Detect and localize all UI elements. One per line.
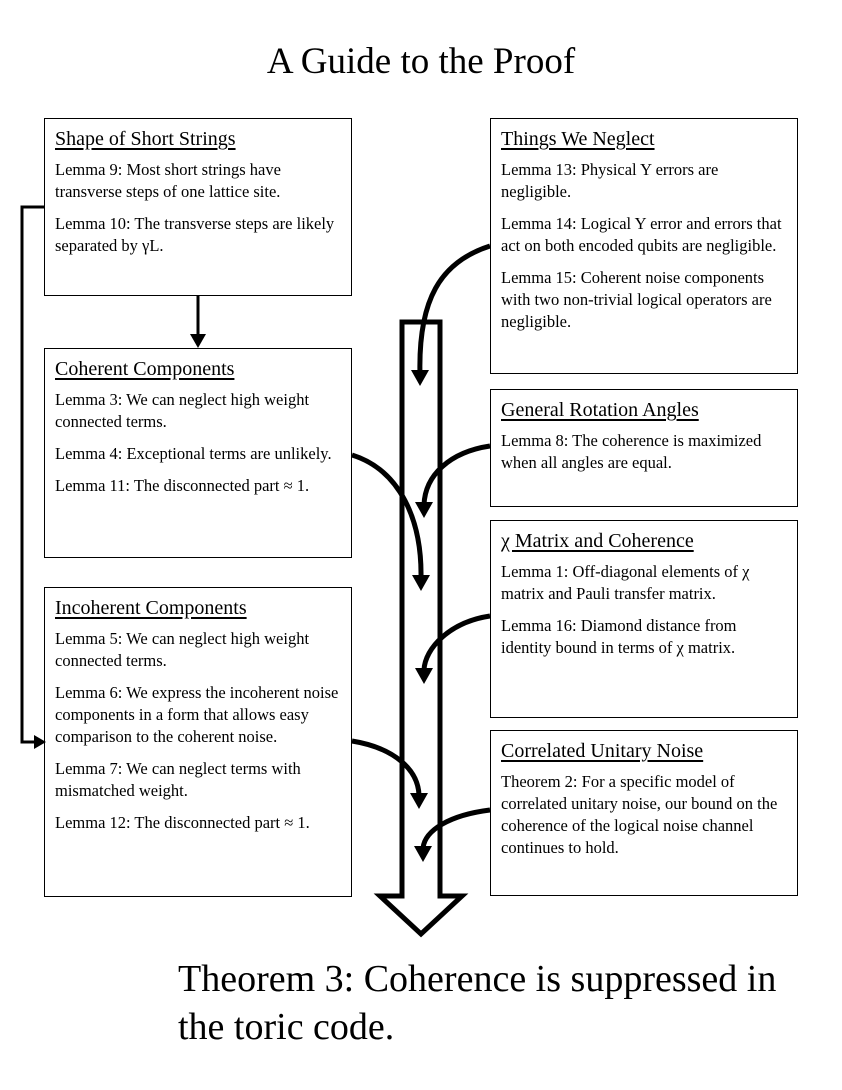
arrow-coherent-to-main bbox=[351, 452, 424, 579]
box-heading: Correlated Unitary Noise bbox=[501, 740, 704, 762]
lemma-9: Lemma 9: Most short strings have transve… bbox=[55, 160, 281, 201]
arrow-rotation-to-main bbox=[421, 443, 491, 506]
lemma-14: Lemma 14: Logical Y error and errors tha… bbox=[501, 214, 782, 255]
box-correlated-unitary-noise: Correlated Unitary Noise Theorem 2: For … bbox=[490, 730, 798, 896]
box-shape-of-short-strings: Shape of Short Strings Lemma 9: Most sho… bbox=[44, 118, 352, 296]
lemma-8: Lemma 8: The coherence is maximized when… bbox=[501, 431, 762, 472]
box-heading: χ Matrix and Coherence bbox=[501, 530, 694, 552]
box-coherent-components: Coherent Components Lemma 3: We can negl… bbox=[44, 348, 352, 558]
box-heading: Incoherent Components bbox=[55, 597, 247, 619]
lemma-3: Lemma 3: We can neglect high weight conn… bbox=[55, 390, 310, 431]
main-down-arrow bbox=[373, 319, 469, 938]
box-heading: Coherent Components bbox=[55, 358, 235, 380]
lemma-15: Lemma 15: Coherent noise components with… bbox=[501, 268, 772, 331]
lemma-13: Lemma 13: Physical Y errors are negligib… bbox=[501, 160, 719, 201]
arrow-chi-to-main bbox=[421, 613, 491, 671]
lemma-16: Lemma 16: Diamond distance from identity… bbox=[501, 616, 737, 657]
lemma-12: Lemma 12: The disconnected part ≈ 1. bbox=[55, 813, 310, 832]
conclusion-theorem-3: Theorem 3: Coherence is suppressed in th… bbox=[178, 958, 777, 1048]
lemma-1: Lemma 1: Off-diagonal elements of χ matr… bbox=[501, 562, 750, 603]
arrow-neglect-to-main bbox=[417, 243, 491, 376]
lemma-5: Lemma 5: We can neglect high weight conn… bbox=[55, 629, 310, 670]
lemma-7: Lemma 7: We can neglect terms with misma… bbox=[55, 759, 301, 800]
theorem-2: Theorem 2: For a specific model of corre… bbox=[501, 772, 778, 857]
box-heading: Shape of Short Strings bbox=[55, 128, 236, 150]
lemma-10: Lemma 10: The transverse steps are likel… bbox=[55, 214, 335, 255]
arrow-correlated-to-main bbox=[420, 807, 491, 849]
box-things-we-neglect: Things We Neglect Lemma 13: Physical Y e… bbox=[490, 118, 798, 374]
page-title: A Guide to the Proof bbox=[266, 41, 576, 82]
lemma-11: Lemma 11: The disconnected part ≈ 1. bbox=[55, 476, 310, 495]
box-heading: Things We Neglect bbox=[501, 128, 655, 150]
box-heading: General Rotation Angles bbox=[501, 399, 699, 421]
box-general-rotation-angles: General Rotation Angles Lemma 8: The coh… bbox=[490, 389, 798, 507]
arrow-shape-to-incoherent bbox=[20, 205, 44, 744]
arrow-incoherent-to-main bbox=[351, 738, 422, 796]
box-incoherent-components: Incoherent Components Lemma 5: We can ne… bbox=[44, 587, 352, 897]
lemma-6: Lemma 6: We express the incoherent noise… bbox=[55, 683, 339, 746]
box-chi-matrix-and-coherence: χ Matrix and Coherence Lemma 1: Off-diag… bbox=[490, 520, 798, 718]
lemma-4: Lemma 4: Exceptional terms are unlikely. bbox=[55, 444, 332, 463]
